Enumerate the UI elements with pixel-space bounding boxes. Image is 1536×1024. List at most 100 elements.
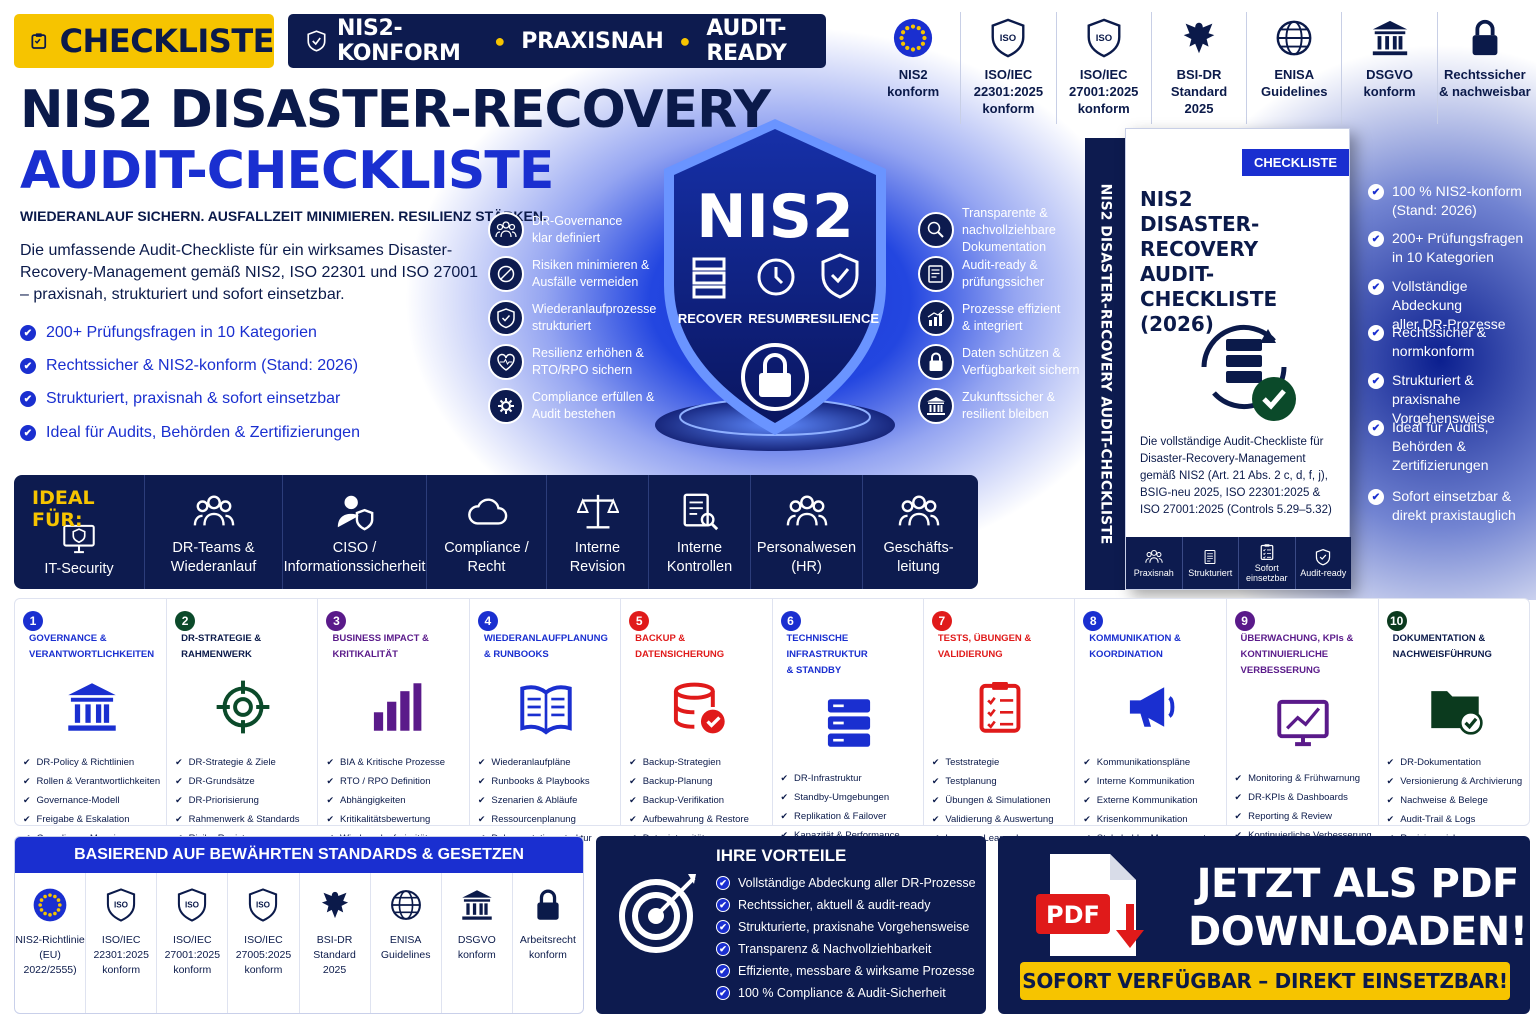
category-icon-wrap (1235, 693, 1372, 753)
ideal-for-cell: Interne Revision (546, 475, 648, 589)
feature-icon-wrap (918, 300, 954, 336)
iso-shield-icon: ISO (991, 18, 1025, 58)
user-shield-icon (337, 495, 373, 531)
compliance-label: ENISA Guidelines (1261, 67, 1328, 99)
compliance-item: DSGVO konform (1341, 12, 1436, 124)
eagle-icon (1183, 22, 1215, 54)
book-footer-item: Sofort einsetzbar (1238, 537, 1295, 589)
bullet-item: ✔Ideal für Audits, Behörden & Zertifizie… (20, 424, 480, 442)
separator-dot: ● (494, 30, 506, 51)
category-icon-wrap (326, 677, 462, 737)
label-resume: RESUME (748, 311, 804, 326)
gear-icon (498, 398, 514, 414)
standard-label: BSI-DR Standard 2025 (313, 934, 356, 976)
standard-label: Arbeitsrecht konform (519, 934, 576, 961)
category-item: DR-Strategie & Ziele (175, 753, 311, 772)
category-item: Standby-Umgebungen (781, 788, 917, 807)
feature-text: Zukunftssicher & resilient bleiben (962, 390, 1056, 421)
svg-text:ISO: ISO (114, 900, 129, 909)
bullet-item: ✔Rechtssicher & NIS2-konform (Stand: 202… (20, 357, 480, 375)
category-number: 1 (23, 611, 43, 631)
category-column: 2DR-STRATEGIE & RAHMENWERKDR-Strategie &… (166, 599, 317, 844)
check-icon: ✔ (716, 964, 730, 978)
category-number: 5 (629, 611, 650, 631)
feature-icon-wrap (488, 256, 524, 292)
advantage-item: ✔Vollständige Abdeckung aller DR-Prozess… (716, 872, 976, 894)
svg-text:ISO: ISO (256, 900, 271, 909)
category-item: Backup-Planung (629, 772, 765, 791)
category-column: 6TECHNISCHE INFRASTRUKTUR & STANDBYDR-In… (771, 599, 923, 860)
svg-text:ISO: ISO (1095, 33, 1112, 44)
compliance-icon-wrap (891, 16, 935, 60)
benefit-text: Ideal für Audits, Behörden & Zertifizier… (1392, 419, 1489, 473)
ban-icon (497, 265, 515, 283)
category-title: WIEDERANLAUFPLANUNG & RUNBOOKS (483, 633, 608, 660)
pdf-file-icon[interactable]: PDF (1030, 852, 1158, 958)
megaphone-icon (1130, 687, 1175, 727)
category-title: KOMMUNIKATION & KOORDINATION (1089, 633, 1181, 660)
feature-text: Compliance erfüllen & Audit bestehen (532, 390, 655, 421)
category-number: 8 (1083, 611, 1104, 631)
shield-check-icon (497, 308, 515, 329)
compliance-icon-wrap (1272, 16, 1316, 60)
folder-check-icon (1431, 691, 1483, 735)
book-footer-label: Audit-ready (1300, 568, 1347, 578)
category-item: Szenarien & Abläufe (478, 791, 614, 810)
category-item: Krisenkommunikation (1083, 810, 1219, 829)
category-item: Rahmenwerk & Standards (175, 810, 311, 829)
advantage-text: Rechtssicher, aktuell & audit-ready (738, 898, 931, 912)
benefit-item: ✔Ideal für Audits, Behörden & Zertifizie… (1368, 418, 1528, 475)
category-items: BIA & Kritische ProzesseRTO / RPO Defini… (326, 753, 462, 848)
globe-icon (1276, 20, 1312, 56)
people-icon (786, 495, 827, 526)
feature-text: Resilienz erhöhen & RTO/RPO sichern (532, 346, 644, 377)
standard-label: ISO/IEC 27001:2025 konform (164, 934, 221, 976)
checkliste-badge: CHECKLISTE (14, 14, 275, 68)
benefits-title: IHRE VORTEILE (716, 846, 847, 865)
institution-icon (1372, 20, 1407, 56)
ideal-for-label: Interne Revision (569, 540, 626, 575)
download-button[interactable]: SOFORT VERFÜGBAR – DIREKT EINSETZBAR! (1020, 962, 1510, 1000)
category-title: TECHNISCHE INFRASTRUKTUR & STANDBY (786, 633, 868, 676)
book-tag: CHECKLISTE (1241, 149, 1349, 176)
database-check-icon (674, 682, 726, 734)
compliance-icon-wrap (1463, 16, 1507, 60)
lock-icon (537, 889, 559, 920)
advantage-item: ✔Rechtssicher, aktuell & audit-ready (716, 894, 976, 916)
category-item: Kontinuierliche Verbesserung (1235, 826, 1372, 845)
headline-line2: AUDIT-CHECKLISTE (20, 141, 554, 201)
standard-item: ENISA Guidelines (369, 873, 441, 1013)
server-cycle-icon (1201, 324, 1296, 421)
category-column: 5BACKUP & DATENSICHERUNGBackup-Strategie… (620, 599, 771, 844)
book-footer-item: Audit-ready (1294, 537, 1352, 589)
book-footer-label: Sofort einsetzbar (1245, 563, 1288, 583)
category-item: Backup-Verifikation (629, 791, 765, 810)
standard-label: DSGVO konform (457, 934, 496, 961)
ideal-for-title: IDEAL FÜR: (32, 487, 95, 531)
lock-icon (1472, 19, 1498, 56)
feature-text: Risiken minimieren & Ausfälle vermeiden (532, 258, 650, 289)
book-description: Die vollständige Audit-Checkliste für Di… (1140, 436, 1332, 516)
category-items: Backup-StrategienBackup-PlanungBackup-Ve… (629, 753, 765, 848)
ideal-for-label: Geschäfts- leitung (883, 540, 954, 575)
category-item: Reporting & Review (1235, 807, 1372, 826)
ideal-for-label: Personalwesen (HR) (756, 540, 857, 575)
category-icon-wrap (175, 677, 311, 737)
checkliste-label: CHECKLISTE (59, 22, 275, 60)
tagline: WIEDERANLAUF SICHERN. AUSFALLZEIT MINIMI… (20, 208, 547, 224)
category-item: Abhängigkeiten (326, 791, 462, 810)
bullet-text: 200+ Prüfungsfragen in 10 Kategorien (46, 324, 317, 341)
feature-item: DR-Governance klar definiert (488, 208, 658, 252)
people-icon (1145, 549, 1163, 563)
badge-audit-ready: AUDIT-READY (706, 16, 787, 66)
feature-text: Prozesse effizient & integriert (962, 302, 1061, 333)
check-icon: ✔ (716, 942, 730, 956)
compliance-icon-wrap (1368, 16, 1412, 60)
advantage-text: 100 % Compliance & Audit-Sicherheit (738, 986, 946, 1000)
people-icon (193, 495, 234, 526)
category-item: DR-Priorisierung (175, 791, 311, 810)
ideal-for-label: IT-Security (44, 561, 114, 577)
